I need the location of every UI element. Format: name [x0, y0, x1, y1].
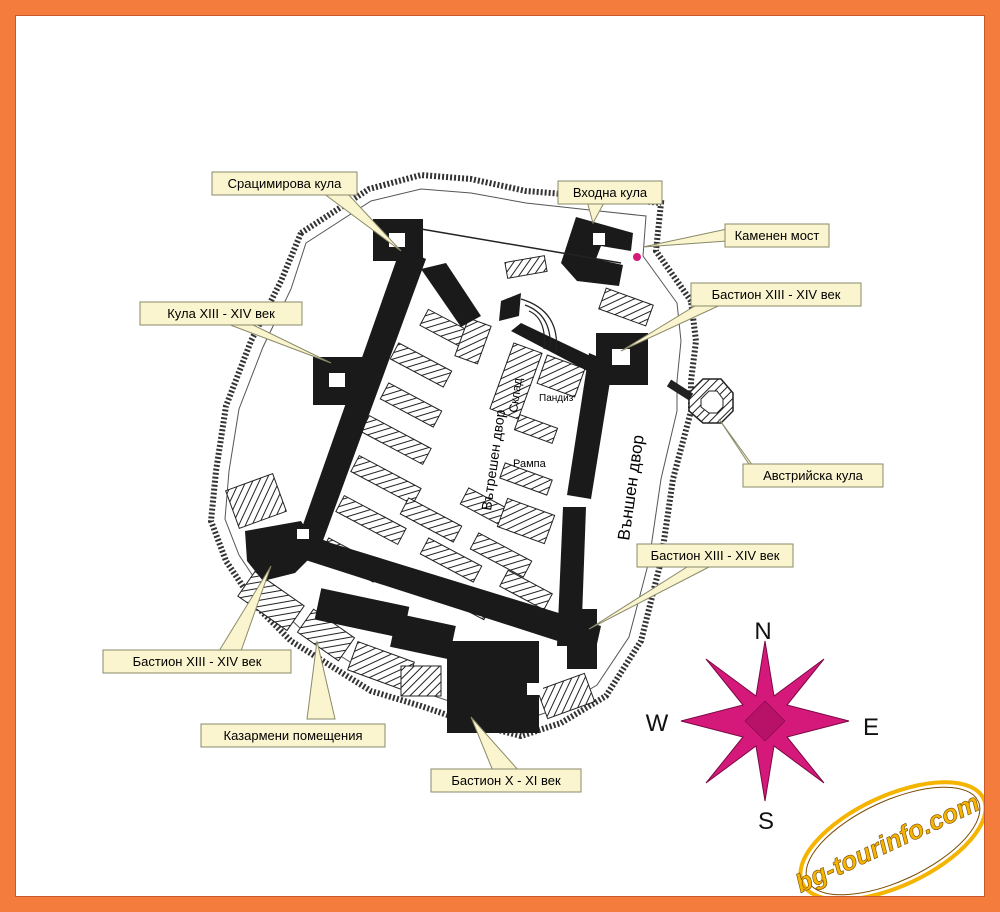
callout-bastion-se: Бастион XIII - XIV век — [636, 543, 794, 568]
compass-rose: N S E W — [646, 618, 879, 835]
entrance-tower-label: Входна кула — [573, 185, 648, 200]
sratsimir-tower-label: Срацимирова кула — [228, 176, 342, 191]
bastion-10-11-label: Бастион X - XI век — [451, 773, 561, 788]
dungeon-label: Пандиз — [539, 393, 574, 404]
stone-bridge-marker — [633, 253, 641, 261]
bastion-10-11-plan — [447, 641, 543, 733]
warehouse-label: Склад — [506, 377, 525, 413]
austrian-tower-plan — [666, 378, 734, 424]
callout-bastion-10-11: Бастион X - XI век — [430, 768, 582, 793]
outer-structures — [225, 255, 654, 720]
compass-west: W — [646, 710, 669, 737]
barracks-label: Казармени помещения — [224, 728, 363, 743]
inner-courtyard-label: Вътрешен двор — [478, 408, 508, 511]
compass-north: N — [754, 618, 771, 645]
map-frame: Вътрешен двор Външен двор Склад Пандиз Р… — [15, 15, 985, 897]
callout-bastion-sw: Бастион XIII - XIV век — [102, 649, 292, 674]
outer-courtyard-label: Външен двор — [614, 434, 648, 542]
tower-13-14-label: Кула XIII - XIV век — [167, 306, 275, 321]
compass-south: S — [758, 808, 774, 835]
bridge-line — [420, 228, 622, 264]
callout-entrance-tower: Входна кула — [557, 180, 663, 205]
bastion-ne-label: Бастион XIII - XIV век — [712, 287, 841, 302]
callout-tower-13-14: Кула XIII - XIV век — [139, 301, 303, 326]
stone-bridge-label: Каменен мост — [735, 228, 820, 243]
austrian-tower-label: Австрийска кула — [763, 468, 864, 483]
bastion-sw-plan — [245, 521, 319, 581]
callout-bastion-ne: Бастион XIII - XIV век — [690, 282, 862, 307]
tower-sratsimir — [373, 219, 423, 261]
bastion-se-label: Бастион XIII - XIV век — [651, 548, 780, 563]
bastion-sw-label: Бастион XIII - XIV век — [133, 654, 262, 669]
callout-austrian-tower: Австрийска кула — [742, 463, 884, 488]
callout-sratsimir-tower: Срацимирова кула — [211, 171, 358, 196]
entrance-tower-plan — [561, 217, 633, 286]
logo-text: bg-tourinfo.com — [791, 787, 984, 897]
fortress-plan-map: Вътрешен двор Външен двор Склад Пандиз Р… — [102, 171, 984, 897]
inner-walls — [293, 247, 613, 669]
callout-pointers — [218, 192, 762, 772]
callout-stone-bridge: Каменен мост — [724, 223, 830, 248]
callout-barracks: Казармени помещения — [200, 723, 386, 748]
site-logo: bg-tourinfo.com — [790, 780, 984, 897]
compass-east: E — [863, 714, 879, 741]
ramp-label: Рампа — [513, 458, 547, 470]
stair-arc — [520, 298, 558, 354]
tower-13-14 — [313, 357, 363, 405]
